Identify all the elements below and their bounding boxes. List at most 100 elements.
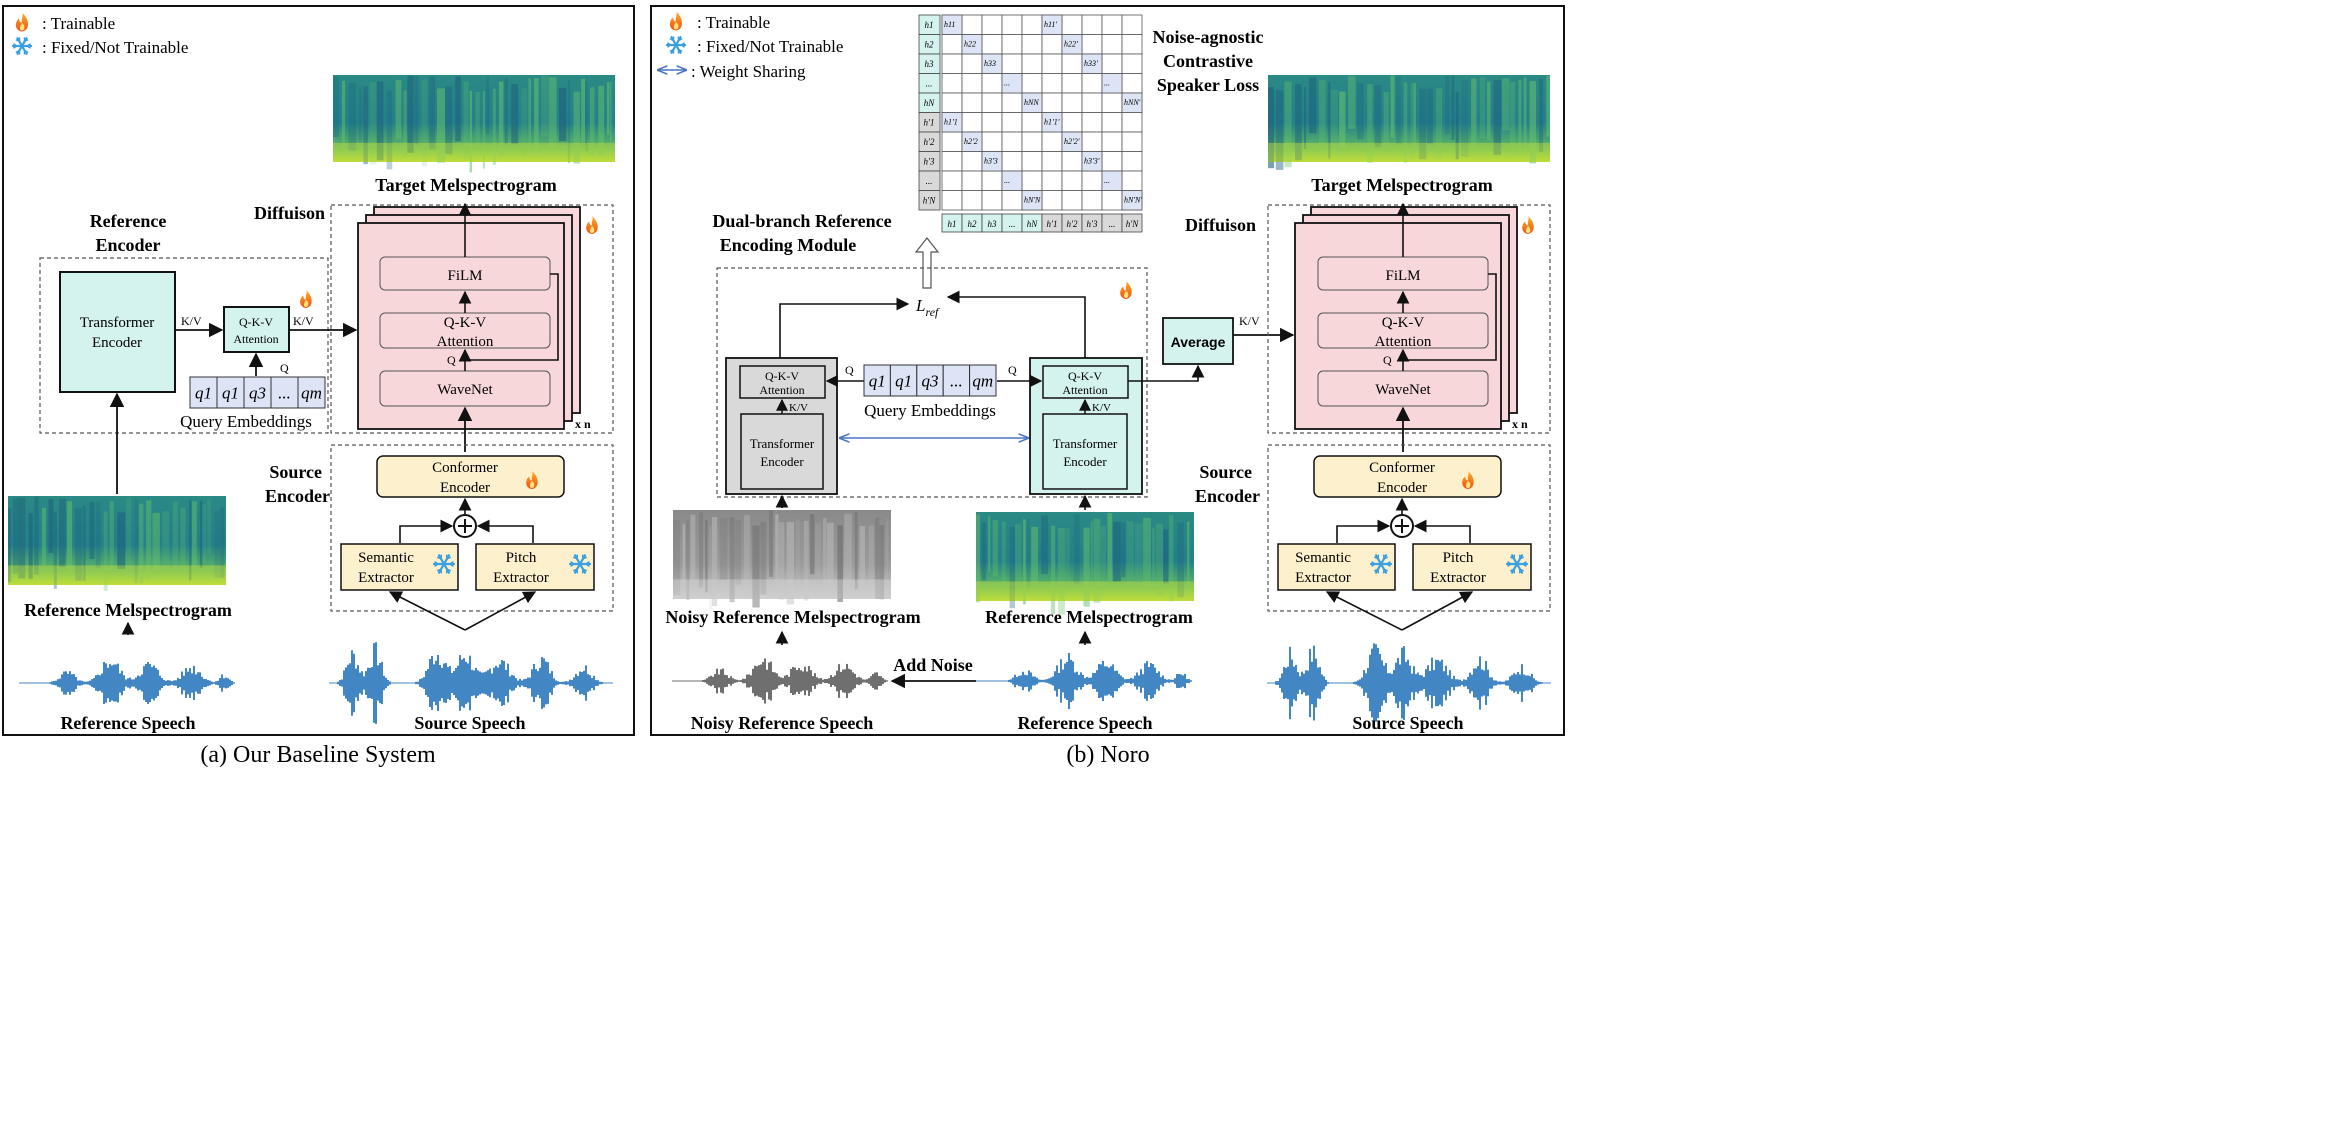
spectrogram-band bbox=[1100, 525, 1107, 595]
diffusion-qkv-label-b-line2: Attention bbox=[1375, 334, 1432, 350]
query-token bbox=[969, 364, 997, 397]
spectrogram-band bbox=[686, 520, 690, 601]
spectrogram-band bbox=[1471, 78, 1477, 150]
spectrogram-band bbox=[117, 512, 126, 570]
diffusion-q-label: Q bbox=[447, 353, 456, 367]
matrix-cell bbox=[981, 92, 1003, 113]
matrix-row-label: hN bbox=[924, 98, 936, 108]
spectrogram-band bbox=[475, 92, 480, 147]
noisy-transformer-box bbox=[740, 413, 824, 490]
matrix-col-label: h'3 bbox=[1087, 219, 1098, 229]
snowflake-icon bbox=[665, 36, 687, 54]
spectrogram-band bbox=[1083, 527, 1090, 607]
matrix-cell bbox=[1081, 73, 1103, 94]
spectrogram-band bbox=[1187, 521, 1190, 589]
source-encoder-title: Source bbox=[269, 462, 322, 482]
matrix-diag-cell bbox=[1061, 34, 1083, 55]
source-speech-label: Source Speech bbox=[414, 713, 525, 733]
transformer-encoder-label-line2: Encoder bbox=[92, 335, 142, 351]
matrix-cell bbox=[1021, 170, 1043, 191]
legend-b-sharing-label: : Weight Sharing bbox=[691, 62, 806, 81]
clean-qkv-label: Q-K-V bbox=[1068, 369, 1102, 383]
snowflake-icon bbox=[1505, 554, 1529, 574]
matrix-cell bbox=[1041, 34, 1063, 55]
matrix-cell bbox=[961, 151, 983, 172]
pitch-label-b-line2: Extractor bbox=[1430, 570, 1486, 586]
matrix-cell bbox=[1021, 151, 1043, 172]
spectrogram-band bbox=[769, 510, 774, 577]
spectrogram-band bbox=[1027, 518, 1030, 587]
snowflake-icon bbox=[432, 554, 456, 574]
spectrogram-low-band bbox=[333, 142, 615, 162]
spectrogram-band bbox=[504, 78, 508, 144]
spectrogram-band bbox=[879, 525, 885, 600]
matrix-col-label: h1 bbox=[948, 219, 957, 229]
spectrogram-band bbox=[1383, 92, 1389, 145]
matrix-cell-label: h3'3' bbox=[1084, 157, 1100, 166]
query-embeddings-label: Query Embeddings bbox=[180, 412, 312, 431]
matrix-cell bbox=[961, 170, 983, 191]
target-melspectrogram-label: Target Melspectrogram bbox=[375, 175, 556, 195]
target-melspectrogram bbox=[333, 75, 615, 173]
spectrogram-band bbox=[18, 497, 26, 579]
clean-qkv-box bbox=[1042, 365, 1129, 399]
spectrogram-band bbox=[589, 87, 595, 156]
pitch-extractor-box-b bbox=[1412, 543, 1532, 591]
spectrogram-band bbox=[1367, 84, 1373, 163]
matrix-row-label: ... bbox=[926, 79, 933, 89]
spectrogram-band bbox=[369, 82, 377, 165]
spectrogram-band bbox=[868, 525, 874, 595]
spectrogram-band bbox=[854, 511, 858, 590]
spectrogram-band bbox=[729, 517, 735, 603]
panel-b-frame bbox=[650, 5, 1565, 736]
pitch-extractor-label-line2: Extractor bbox=[493, 570, 549, 586]
snowflake-icon bbox=[1369, 554, 1393, 574]
spectrogram-band bbox=[1390, 75, 1395, 138]
spectrogram-band bbox=[492, 88, 496, 165]
matrix-cell bbox=[941, 151, 963, 172]
spectrogram-band bbox=[752, 525, 760, 608]
matrix-diag-cell bbox=[981, 151, 1003, 172]
conformer-encoder-label-line2: Encoder bbox=[440, 480, 490, 496]
query-token bbox=[189, 376, 218, 409]
spectrogram-band bbox=[1410, 82, 1413, 161]
spectrogram-band bbox=[180, 507, 186, 572]
matrix-cell bbox=[941, 190, 963, 211]
matrix-cell bbox=[1041, 53, 1063, 74]
matrix-cell bbox=[1021, 112, 1043, 133]
spectrogram-band bbox=[376, 81, 384, 161]
contrastive-loss-title: Noise-agnostic bbox=[1153, 27, 1264, 47]
spectrogram-band bbox=[859, 525, 865, 586]
spectrogram-band bbox=[192, 501, 197, 568]
spectrogram-band bbox=[1502, 78, 1510, 131]
query-token-label: q3 bbox=[922, 372, 939, 391]
matrix-cell bbox=[1101, 14, 1123, 35]
dual-branch-title-line2: Encoding Module bbox=[720, 235, 857, 255]
spectrogram-band bbox=[1058, 527, 1065, 615]
spectrogram-background bbox=[8, 496, 226, 585]
noisy-speech-waveform bbox=[672, 658, 888, 704]
spectrogram-band bbox=[95, 501, 101, 569]
matrix-cell-label: h2'2 bbox=[964, 137, 978, 146]
spectrogram-band bbox=[1275, 90, 1284, 170]
spectrogram-band bbox=[548, 77, 557, 150]
conformer-encoder-box bbox=[376, 455, 565, 498]
matrix-cell bbox=[1021, 34, 1043, 55]
matrix-cell bbox=[1121, 34, 1143, 55]
spectrogram-band bbox=[486, 76, 490, 135]
spectrogram-band bbox=[735, 520, 742, 585]
spectrogram-band bbox=[207, 499, 211, 555]
spectrogram-band bbox=[414, 76, 419, 145]
spectrogram-band bbox=[690, 514, 696, 597]
matrix-diag-cell bbox=[1121, 190, 1143, 211]
legend-b-fixed-label: : Fixed/Not Trainable bbox=[697, 37, 843, 56]
matrix-cell bbox=[1061, 53, 1083, 74]
noisy-qkv-label-line2: Attention bbox=[759, 383, 804, 397]
spectrogram-band bbox=[1163, 529, 1169, 584]
semantic-to-add-arrow bbox=[399, 519, 454, 543]
spectrogram-band bbox=[59, 498, 66, 567]
diffusion-group bbox=[330, 204, 614, 434]
matrix-cell-label: h11 bbox=[944, 20, 955, 29]
spectrogram-band bbox=[682, 524, 686, 583]
